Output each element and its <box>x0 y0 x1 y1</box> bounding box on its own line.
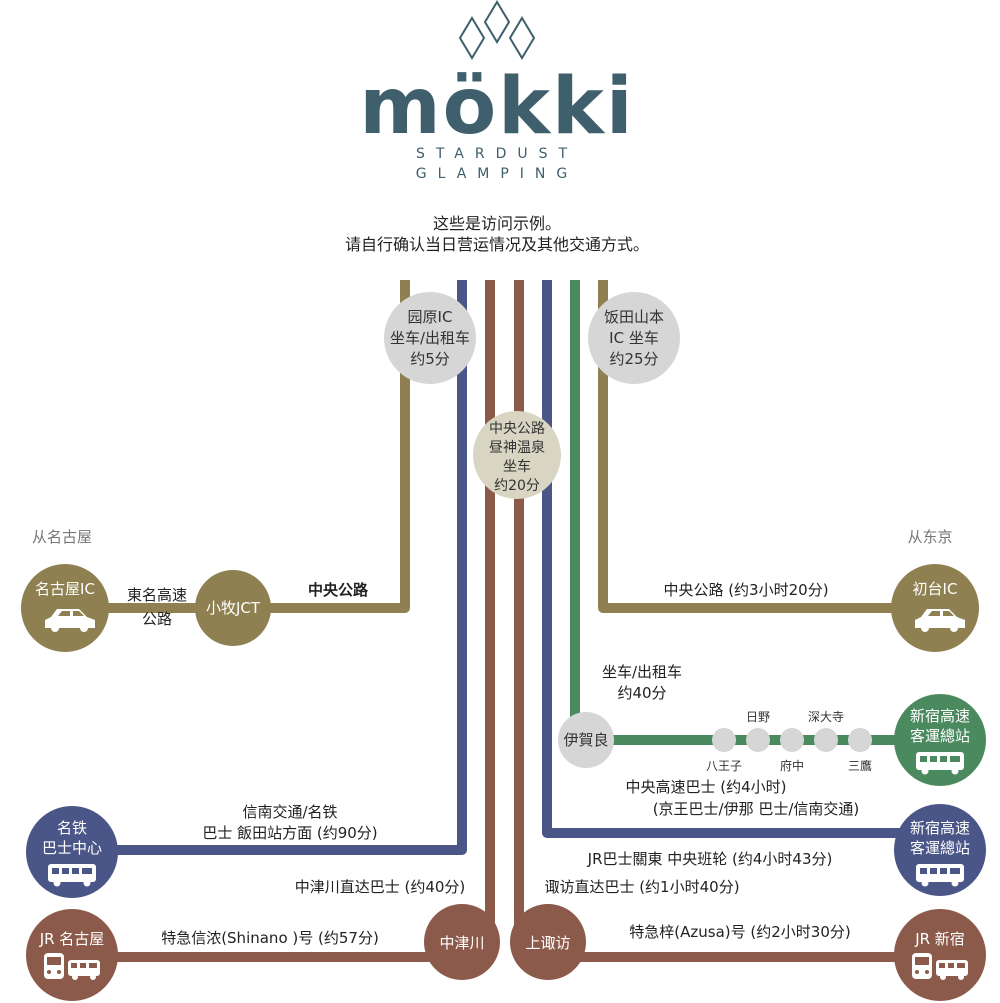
node-sonohara-l1: 园原IC <box>408 308 453 326</box>
stop-hachioji-label: 八王子 <box>706 759 742 773</box>
node-komaki-jct: 小牧JCT <box>195 570 271 646</box>
stop-mitaka-label: 三鷹 <box>848 758 872 773</box>
node-shinjuku-2-l1: 新宿高速 <box>910 819 970 837</box>
bus-stops: 日野 深大寺 八王子 府中 三鷹 <box>706 710 872 773</box>
stop-jindaiji-label: 深大寺 <box>808 710 844 724</box>
node-shinjuku-1-l1: 新宿高速 <box>910 707 970 725</box>
node-sonohara: 园原IC 坐车/出租车 约5分 <box>384 292 476 384</box>
label-bus-tokyo-2: (京王巴士/伊那 巴士/信南交通) <box>653 800 860 818</box>
node-igara-label: 伊賀良 <box>563 731 608 749</box>
brand-tagline-2: GLAMPING <box>416 166 579 182</box>
node-igara: 伊賀良 <box>558 712 614 768</box>
node-shinjuku-bus-2: 新宿高速 客運總站 <box>894 804 986 896</box>
notice-line-1: 这些是访问示例。 <box>433 214 561 233</box>
node-iidayamamoto-l1: 饭田山本 <box>604 308 664 326</box>
label-chuo-tokyo: 中央公路 (约3小时20分) <box>663 581 828 599</box>
label-bus-meitetsu-1: 信南交通/名铁 <box>242 803 337 821</box>
label-taxi-igara-2: 约40分 <box>617 684 666 702</box>
brand-name: mökki <box>359 62 634 152</box>
node-jr-shinjuku: JR 新宿 <box>894 909 986 1001</box>
stop-mitaka <box>848 728 872 752</box>
node-shinjuku-bus-1: 新宿高速 客運總站 <box>894 694 986 786</box>
node-nagoya-ic: 名古屋IC <box>21 564 109 652</box>
label-nakatsugawa-bus: 中津川直达巴士 (约40分) <box>295 878 466 896</box>
node-shinjuku-2-l2: 客運總站 <box>910 839 970 857</box>
origin-nagoya-label: 从名古屋 <box>32 528 92 546</box>
label-azusa: 特急梓(Azusa)号 (约2小时30分) <box>629 923 850 941</box>
train-icon <box>912 953 932 979</box>
label-bus-meitetsu-2: 巴士 飯田站方面 (约90分) <box>202 824 377 842</box>
node-meitetsu-bus-center: 名铁 巴士中心 <box>26 806 118 898</box>
mokki-logo: mökki STARDUST GLAMPING <box>359 0 634 182</box>
node-chuo-hirugami-l4: 约20分 <box>494 478 540 494</box>
node-nagoya-ic-label: 名古屋IC <box>35 580 95 598</box>
notice-line-2: 请自行确认当日营运情况及其他交通方式。 <box>345 235 649 254</box>
label-tomei-2: 公路 <box>142 610 172 628</box>
stop-jindaiji <box>814 728 838 752</box>
node-iidayamamoto-l2: IC 坐车 <box>609 329 659 347</box>
node-kamisuwa-label: 上诹访 <box>525 934 570 952</box>
node-komaki-jct-label: 小牧JCT <box>206 599 261 617</box>
stop-fuchu-label: 府中 <box>780 758 804 773</box>
label-taxi-igara-1: 坐车/出租车 <box>602 663 682 681</box>
label-chuo-nagoya: 中央公路 <box>308 581 369 599</box>
label-shinano: 特急信浓(Shinano )号 (约57分) <box>161 929 379 947</box>
route-line-olive-nagoya <box>60 280 410 613</box>
node-iidayamamoto-l3: 约25分 <box>609 350 658 368</box>
stop-hachioji <box>712 728 736 752</box>
bus-icon <box>916 864 964 887</box>
node-chuo-hirugami-l3: 坐车 <box>503 458 531 475</box>
node-kamisuwa: 上诹访 <box>510 904 586 980</box>
node-meitetsu-l2: 巴士中心 <box>42 839 102 857</box>
label-bus-tokyo-1: 中央高速巴士 (约4小时) <box>625 778 786 796</box>
node-jr-shinjuku-label: JR 新宿 <box>914 930 965 948</box>
node-iidayamamoto: 饭田山本 IC 坐车 约25分 <box>588 292 680 384</box>
node-nakatsugawa-label: 中津川 <box>439 934 484 952</box>
node-jr-nagoya-label: JR 名古屋 <box>39 930 105 948</box>
stop-hino-label: 日野 <box>746 710 770 724</box>
node-hatsudai-ic: 初台IC <box>891 564 979 652</box>
route-labels: 東名高速 公路 中央公路 中央公路 (约3小时20分) 坐车/出租车 约40分 … <box>127 581 859 947</box>
bus-icon <box>916 752 964 775</box>
label-tomei-1: 東名高速 <box>127 586 187 604</box>
label-suwa-bus: 诹访直达巴士 (约1小时40分) <box>544 878 739 896</box>
bus-icon <box>68 960 100 980</box>
label-jr-bus-kanto: JR巴士關東 中央班轮 (约4小时43分) <box>587 850 833 868</box>
node-hatsudai-ic-label: 初台IC <box>913 580 958 598</box>
stop-fuchu <box>780 728 804 752</box>
car-icon <box>45 609 95 632</box>
node-sonohara-l2: 坐车/出租车 <box>390 329 470 347</box>
brand-tagline-1: STARDUST <box>416 146 578 162</box>
node-chuo-hirugami: 中央公路 昼神温泉 坐车 约20分 <box>473 411 561 499</box>
node-sonohara-l3: 约5分 <box>410 350 450 368</box>
car-icon <box>915 609 965 632</box>
node-meitetsu-l1: 名铁 <box>57 819 87 837</box>
bus-icon <box>48 864 96 887</box>
route-line-olive-tokyo <box>598 280 920 613</box>
node-jr-nagoya: JR 名古屋 <box>26 909 118 1001</box>
route-line-navy-meitetsu <box>60 280 467 855</box>
node-nakatsugawa: 中津川 <box>424 904 500 980</box>
node-shinjuku-1-l2: 客運總站 <box>910 727 970 745</box>
node-chuo-hirugami-l1: 中央公路 <box>489 421 545 437</box>
train-icon <box>44 953 64 979</box>
node-chuo-hirugami-l2: 昼神温泉 <box>489 439 545 456</box>
diamond-logo-icon <box>458 0 536 60</box>
stop-hino <box>746 728 770 752</box>
bus-icon <box>936 960 968 980</box>
origin-tokyo-label: 从东京 <box>907 528 952 546</box>
